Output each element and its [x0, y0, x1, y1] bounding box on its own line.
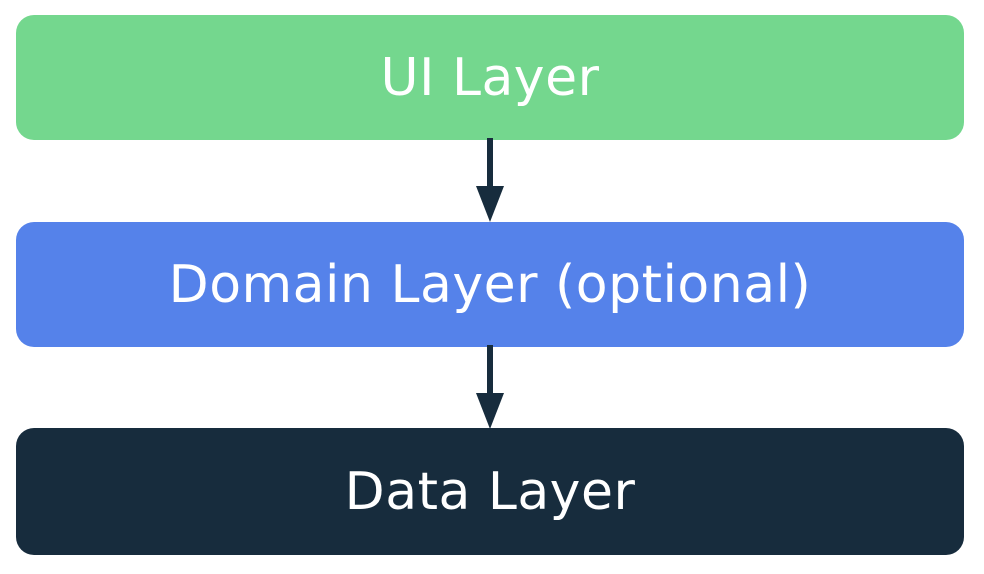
arrow-down-icon: [476, 138, 504, 222]
arrow-down-icon: [476, 345, 504, 429]
ui-layer-label: UI Layer: [380, 47, 600, 108]
ui-layer-box: UI Layer: [16, 15, 964, 140]
data-layer-box: Data Layer: [16, 428, 964, 555]
domain-layer-box: Domain Layer (optional): [16, 222, 964, 347]
data-layer-label: Data Layer: [344, 461, 636, 522]
domain-layer-label: Domain Layer (optional): [168, 254, 812, 315]
